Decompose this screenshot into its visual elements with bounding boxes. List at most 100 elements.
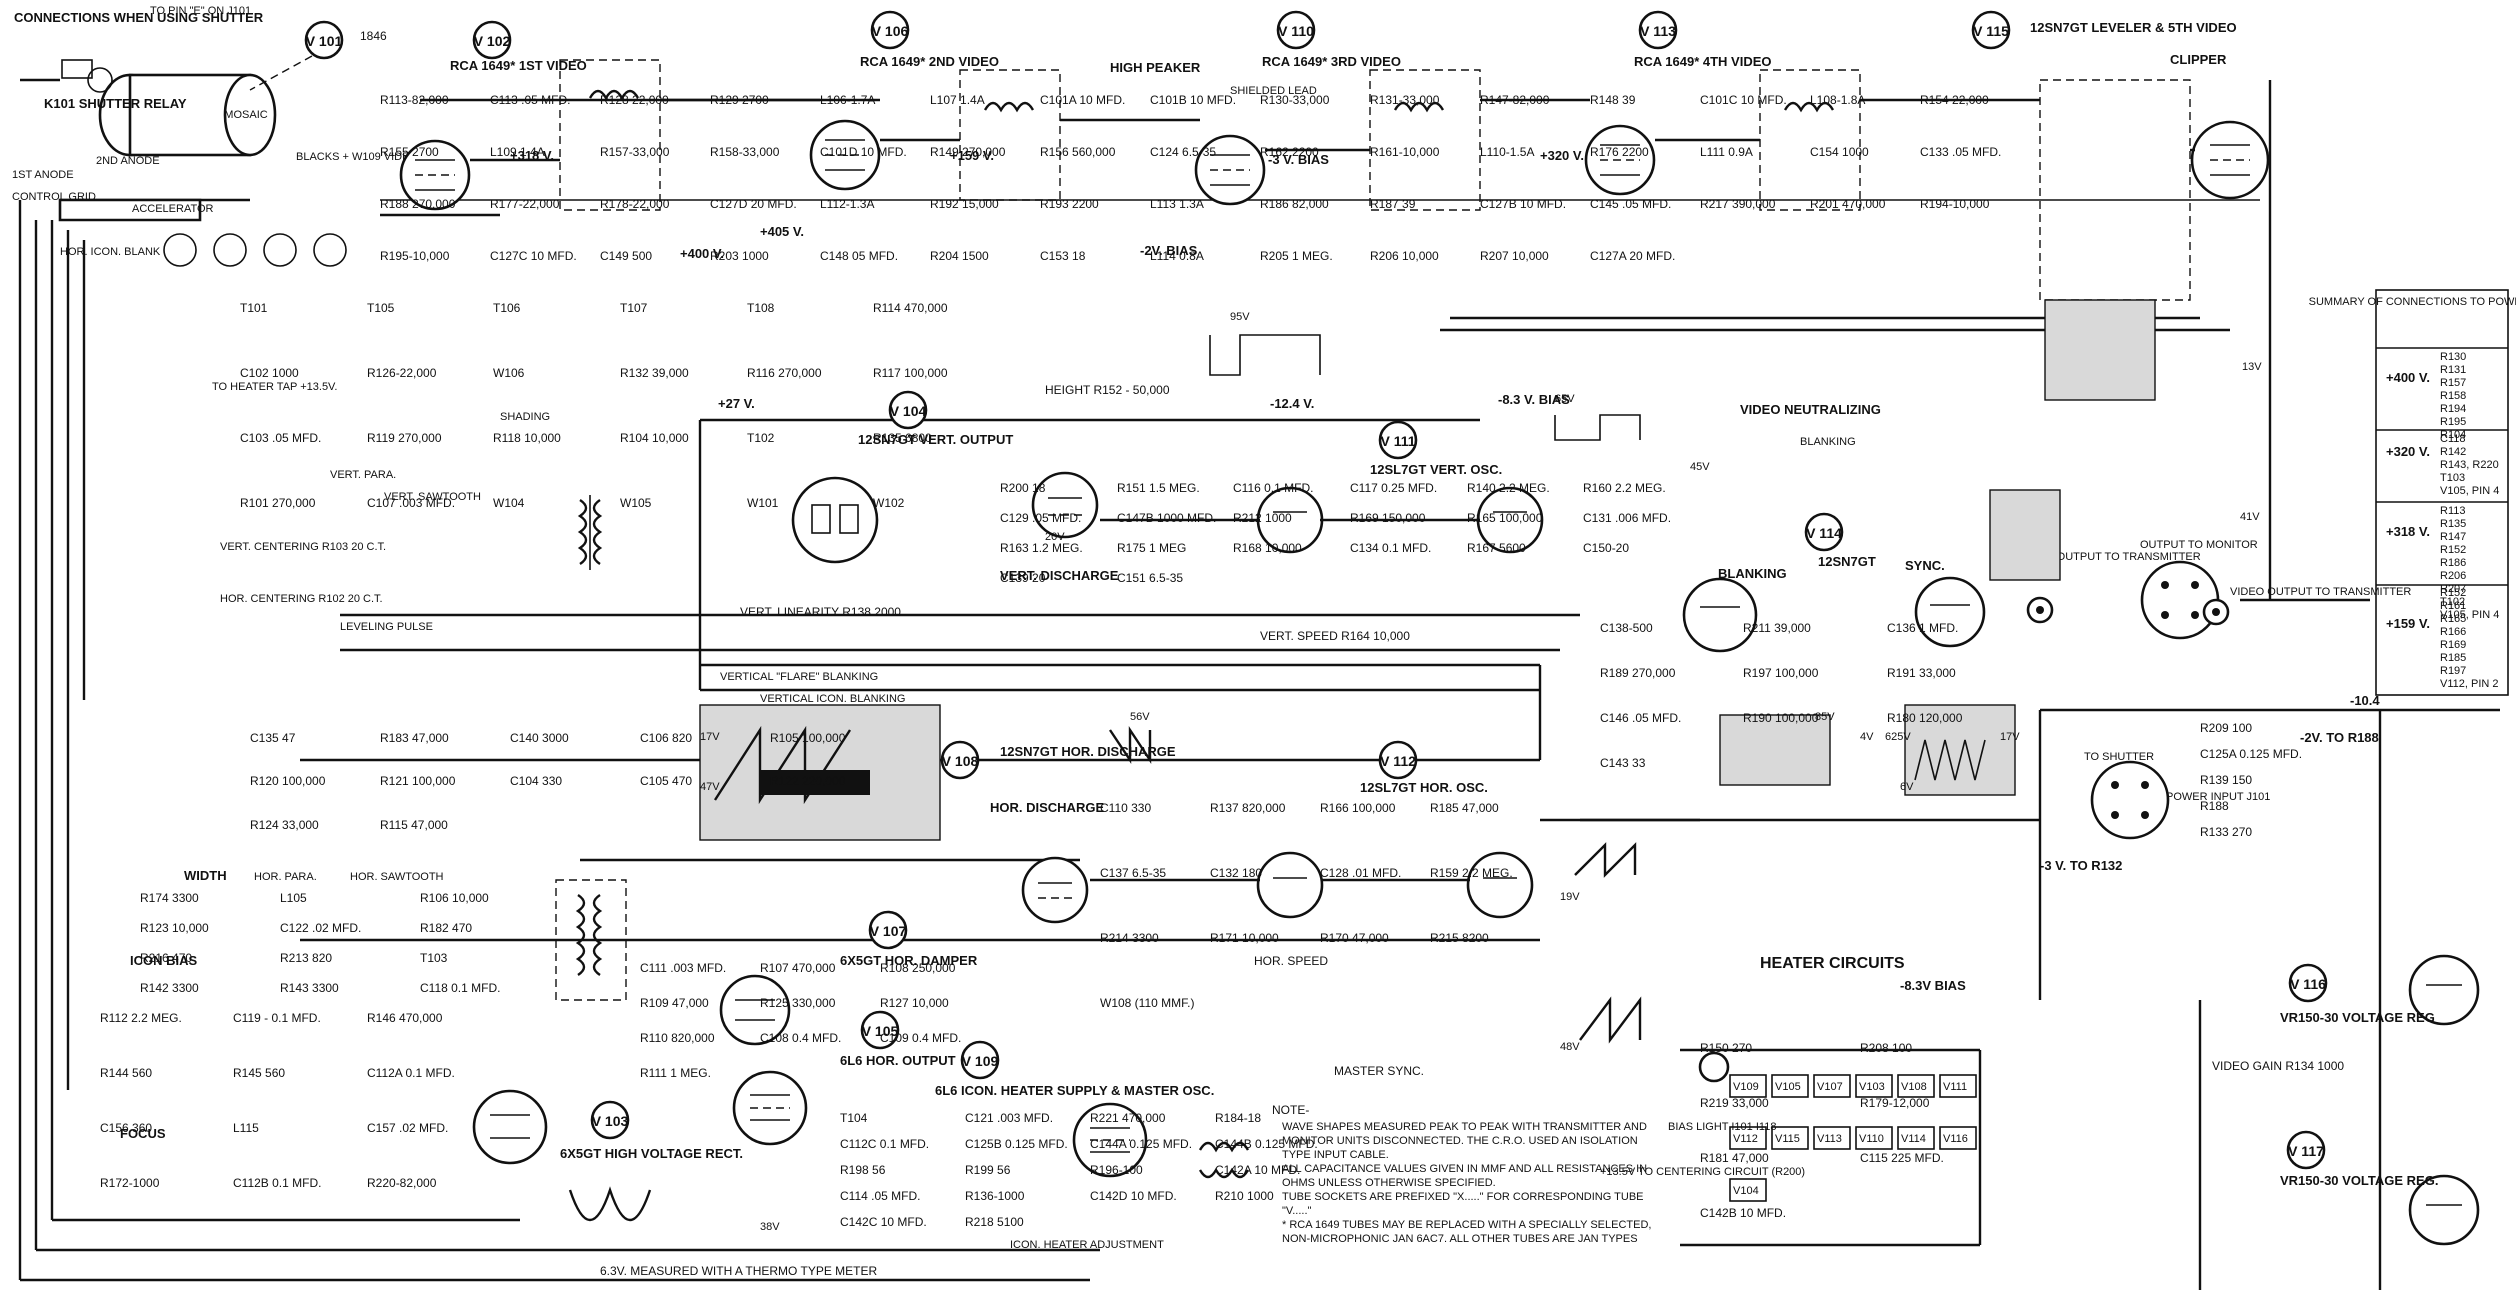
component-label: C110 330 [1100,801,1151,815]
component-label: L110-1.5A [1480,145,1535,159]
component-label: R209 100 [2200,721,2252,735]
connector-j104[interactable] [2202,598,2230,626]
component-label: R161-10,000 [1370,145,1440,159]
summary-item: R166 [2440,626,2466,638]
component-label: R213 820 [280,951,332,965]
component-label: C138-500 [1600,621,1653,635]
tube-id-v102: V 102 [474,33,511,49]
power-rails [1580,708,2500,1290]
component-label: C103 .05 MFD. [240,431,321,445]
waveform-amplitude-label: 85V [1815,711,1835,723]
component-label: R109 47,000 [640,996,709,1010]
component-label: C112B 0.1 MFD. [233,1176,321,1190]
component-label: L107 1.4A [930,93,985,107]
component-label: W104 [493,496,525,510]
component-label: C147B 1000 MFD. [1117,511,1216,525]
component-label: C127A 20 MFD. [1590,249,1675,263]
tube-name-v106: RCA 1649* 2ND VIDEO [860,54,999,69]
component-label: R168 10,000 [1233,541,1302,555]
voltage-label: +405 V. [760,224,804,239]
component-label: C115 225 MFD. [1860,1151,1944,1165]
waveform-amplitude-label: 13V [2242,361,2262,373]
power-input-j101[interactable] [2090,760,2170,840]
shutter-relay-label: K101 SHUTTER RELAY [44,96,187,111]
summary-item: R165 [2440,613,2466,625]
tube-badge-v110 [1276,10,1316,50]
summary-item: R131 [2440,364,2466,376]
vert-discharge-label: VERT. DISCHARGE [1000,568,1119,583]
waveform-amplitude-label: 47V [700,781,720,793]
note-line-4: TUBE SOCKETS ARE PREFIXED "X....." FOR C… [1282,1191,1644,1217]
component-label: R199 56 [965,1163,1011,1177]
tube-badge-v116 [2288,963,2328,1003]
centering-circuit-label: +13.5V TO CENTERING CIRCUIT (R200) [1600,1166,1805,1178]
component-label: R154 22,000 [1920,93,1989,107]
component-label: C154 1000 [1810,145,1869,159]
component-label: R215 8200 [1430,931,1489,945]
tube-v108 [1021,856,1089,924]
icon-bias-label: ICON BIAS [130,953,198,968]
component-label: C142A 10 MFD. [1215,1163,1300,1177]
blanking-label: BLANKING [1718,566,1787,581]
tube-id-v111: V 111 [1380,433,1415,449]
voltage-label: -3 V. BIAS [1268,152,1329,167]
voltage-label: +318 V. [510,148,554,163]
component-label: C136 1 MFD. [1887,621,1958,635]
component-label: R146 470,000 [367,1011,443,1025]
component-label: R113-82,000 [380,93,449,107]
heater-tube-box [1855,1126,1893,1150]
tube-id-v108: V 108 [942,753,979,769]
connector-j102[interactable] [2140,560,2220,640]
bias-light-label: BIAS LIGHT I101 I118 [1668,1121,1776,1133]
tube-id-v101: V 101 [306,33,343,49]
summary-voltage-400: +400 V. [2386,370,2430,385]
component-label: R179-12,000 [1860,1096,1930,1110]
component-label: R198 56 [840,1163,886,1177]
connector-j103[interactable] [2026,596,2054,624]
summary-item: R142 [2440,446,2466,458]
iconoscope-v101: MOSAIC [58,73,277,222]
waveform-labels: 95V65V45V85V20V56V17V47V19V48V38V625V13V… [700,311,2262,1233]
component-label: R180 120,000 [1887,711,1963,725]
component-label: R186 82,000 [1260,197,1329,211]
transformer-t106 [1369,69,1481,211]
component-label: R169 150,000 [1350,511,1426,525]
component-label: R195-10,000 [380,249,450,263]
heater-tube-label: V115 [1775,1133,1800,1145]
hor-centering-label: HOR. CENTERING R102 20 C.T. [220,593,383,605]
component-label: R111 1 MEG. [640,1066,711,1080]
component-label: L115 [233,1121,259,1135]
component-label: C119 - 0.1 MFD. [233,1011,321,1025]
voltage-label: +400 V. [680,246,724,261]
summary-item: R143, R220 [2440,459,2499,471]
heater-tube-label: V114 [1901,1133,1926,1145]
tube-v109 [1072,1102,1148,1178]
component-label: R157-33,000 [600,145,670,159]
tube-v110 [1194,134,1266,206]
tube-badge-v111 [1378,420,1418,460]
tube-v105 [732,1070,808,1146]
summary-voltage-318: +318 V. [2386,524,2430,539]
summary-item: T103 [2440,472,2465,484]
component-label: R135 6800 [873,431,932,445]
summary-item: R113 [2440,505,2465,517]
component-label: R104 10,000 [620,431,689,445]
vert-sawtooth-label: VERT. SAWTOOTH [384,491,481,503]
summary-item: R158 [2440,390,2466,402]
tube-v112 [1256,851,1534,919]
tube-name-v111: 12SL7GT VERT. OSC. [1370,462,1502,477]
tube-id-v115: V 115 [1973,23,2009,39]
tube-id-v103: V 103 [592,1113,629,1129]
tube-name-v112: 12SL7GT HOR. OSC. [1360,780,1488,795]
tube-id-v105: V 105 [862,1023,899,1039]
heater-tube-box [1813,1074,1851,1098]
summary-item: R161 [2440,600,2466,612]
component-label: C148 05 MFD. [820,249,898,263]
component-label: C116 0.1 MFD. [1233,481,1313,495]
component-label: C124 6.5-35 [1150,145,1216,159]
tube-v103 [472,1089,548,1165]
component-label: R207 10,000 [1480,249,1549,263]
component-label: R120 100,000 [250,774,326,788]
component-label: T101 [240,301,268,315]
